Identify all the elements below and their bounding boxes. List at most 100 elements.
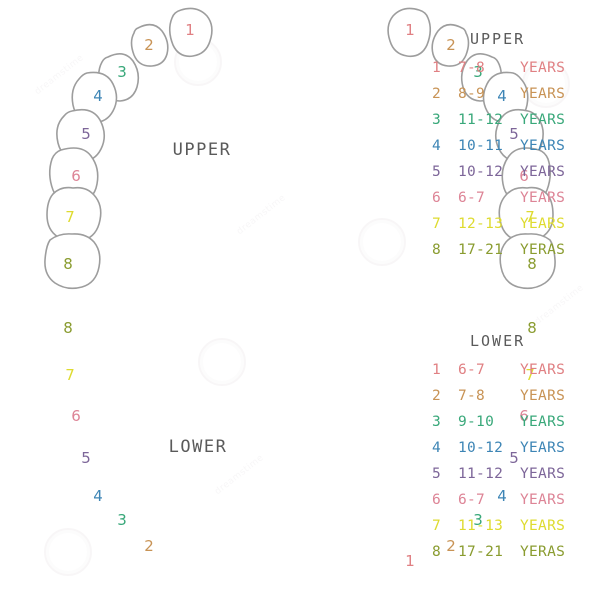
legend-unit: YEARS: [520, 138, 566, 154]
watermark-text: dreamstime: [235, 192, 288, 238]
legend-lower: LOWER 1 6-7 YEARS 2 7-8 YEARS 3 9-10 YEA…: [432, 332, 565, 570]
legend-range: 10-12: [458, 440, 504, 456]
watermark-text: dreamstime: [533, 282, 586, 328]
legend-range: 17-21: [458, 242, 504, 258]
legend-row: 7 12-13 YEARS: [432, 216, 565, 242]
legend-row: 5 10-12 YEARS: [432, 164, 565, 190]
tooth-number: 4: [93, 87, 103, 105]
watermark-spiral: [198, 338, 246, 386]
legend-row: 1 6-7 YEARS: [432, 362, 565, 388]
lower-arch-center-label: LOWER: [169, 437, 228, 457]
upper-tooth-right-1[interactable]: 1: [387, 7, 432, 58]
legend-range: 6-7: [458, 362, 486, 378]
tooth-number: 8: [63, 319, 73, 337]
upper-tooth-left-4[interactable]: 4: [71, 71, 118, 124]
upper-arch-center-label: UPPER: [173, 140, 232, 160]
tooth-number: 3: [117, 63, 127, 81]
legend-row: 4 10-12 YEARS: [432, 440, 565, 466]
tooth-number: 6: [71, 407, 81, 425]
legend-upper: UPPER 1 7-8 YEARS 2 8-9 YEARS 3 11-12 YE…: [432, 30, 565, 268]
legend-unit: YEARS: [520, 466, 566, 482]
tooth-number: 7: [65, 208, 75, 226]
legend-unit: YEARS: [520, 518, 566, 534]
tooth-number: 2: [144, 537, 154, 555]
watermark-spiral: [358, 218, 406, 266]
legend-unit: YEARS: [520, 414, 566, 430]
upper-tooth-left-3[interactable]: 3: [97, 53, 140, 102]
legend-unit: YEARS: [520, 112, 566, 128]
tooth-number: 6: [71, 167, 81, 185]
legend-row: 1 7-8 YEARS: [432, 60, 565, 86]
legend-index: 5: [432, 164, 442, 180]
legend-row: 6 6-7 YEARS: [432, 492, 565, 518]
legend-range: 6-7: [458, 492, 486, 508]
legend-index: 3: [432, 112, 442, 128]
upper-tooth-left-2[interactable]: 2: [130, 23, 169, 67]
legend-row: 2 8-9 YEARS: [432, 86, 565, 112]
legend-index: 2: [432, 388, 442, 404]
legend-range: 7-8: [458, 60, 486, 76]
watermark-spiral: [174, 38, 222, 86]
tooth-number: 8: [63, 255, 73, 273]
legend-lower-title: LOWER: [470, 332, 526, 350]
legend-range: 10-12: [458, 164, 504, 180]
legend-row: 2 7-8 YEARS: [432, 388, 565, 414]
upper-tooth-left-8[interactable]: 8: [44, 233, 101, 290]
tooth-number: 7: [65, 366, 75, 384]
tooth-number: 5: [81, 125, 91, 143]
legend-row: 8 17-21 YERAS: [432, 242, 565, 268]
legend-range: 11-12: [458, 466, 504, 482]
watermark-spiral: [44, 528, 92, 576]
legend-index: 1: [432, 362, 442, 378]
legend-range: 7-8: [458, 388, 486, 404]
legend-index: 4: [432, 138, 442, 154]
upper-tooth-left-5[interactable]: 5: [56, 108, 106, 163]
legend-unit: YEARS: [520, 190, 566, 206]
legend-unit: YERAS: [520, 544, 566, 560]
legend-index: 8: [432, 242, 442, 258]
watermark-text: dreamstime: [213, 452, 266, 498]
legend-unit: YEARS: [520, 362, 566, 378]
legend-index: 3: [432, 414, 442, 430]
legend-index: 7: [432, 518, 442, 534]
legend-index: 2: [432, 86, 442, 102]
legend-range: 6-7: [458, 190, 486, 206]
tooth-number: 2: [144, 36, 154, 54]
legend-row: 6 6-7 YEARS: [432, 190, 565, 216]
legend-index: 6: [432, 190, 442, 206]
legend-row: 3 11-12 YEARS: [432, 112, 565, 138]
legend-unit: YERAS: [520, 242, 566, 258]
legend-range: 11-13: [458, 518, 504, 534]
legend-range: 12-13: [458, 216, 504, 232]
legend-range: 8-9: [458, 86, 486, 102]
legend-index: 8: [432, 544, 442, 560]
tooth-number: 1: [405, 21, 415, 39]
legend-index: 4: [432, 440, 442, 456]
legend-row: 5 11-12 YEARS: [432, 466, 565, 492]
upper-tooth-left-7[interactable]: 7: [46, 186, 102, 243]
upper-tooth-left-1[interactable]: 1: [168, 7, 213, 58]
upper-tooth-left-6[interactable]: 6: [48, 147, 99, 205]
tooth-number: 4: [93, 487, 103, 505]
tooth-number: 5: [81, 449, 91, 467]
legend-unit: YEARS: [520, 216, 566, 232]
legend-row: 8 17-21 YERAS: [432, 544, 565, 570]
legend-unit: YEARS: [520, 492, 566, 508]
legend-unit: YEARS: [520, 388, 566, 404]
legend-row: 7 11-13 YEARS: [432, 518, 565, 544]
legend-index: 7: [432, 216, 442, 232]
legend-unit: YEARS: [520, 164, 566, 180]
watermark-text: dreamstime: [33, 52, 86, 98]
legend-row: 4 10-11 YEARS: [432, 138, 565, 164]
legend-upper-title: UPPER: [470, 30, 526, 48]
legend-index: 5: [432, 466, 442, 482]
legend-unit: YEARS: [520, 60, 566, 76]
legend-unit: YEARS: [520, 86, 566, 102]
legend-range: 17-21: [458, 544, 504, 560]
legend-index: 1: [432, 60, 442, 76]
legend-range: 11-12: [458, 112, 504, 128]
legend-range: 10-11: [458, 138, 504, 154]
legend-unit: YEARS: [520, 440, 566, 456]
legend-row: 3 9-10 YEARS: [432, 414, 565, 440]
